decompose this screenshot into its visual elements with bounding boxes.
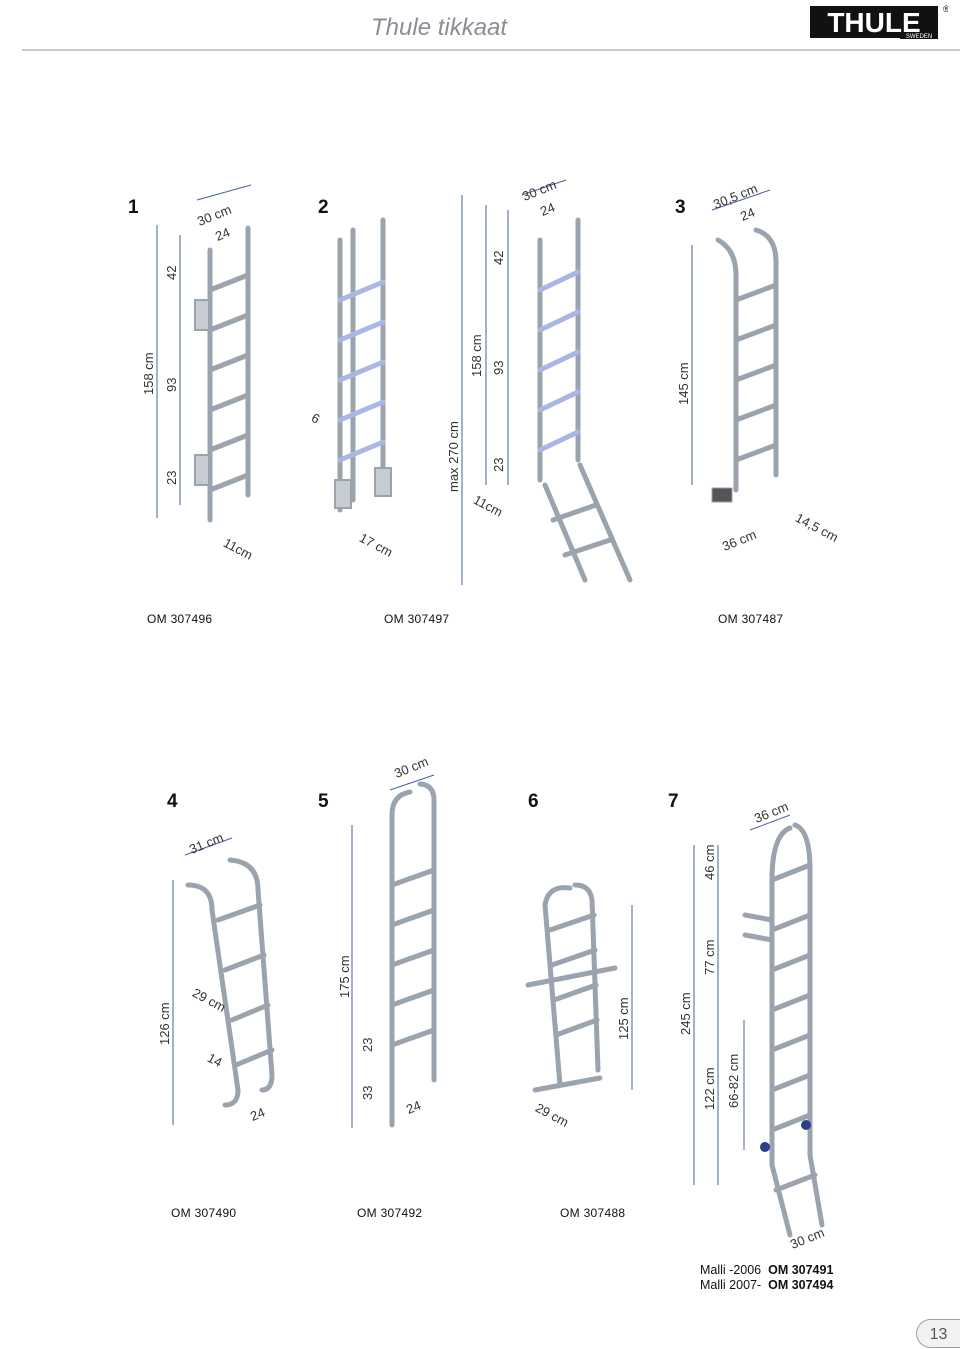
model-1-code: OM 307491 <box>768 1263 834 1277</box>
ladder-1-code: OM 307496 <box>147 612 213 626</box>
ladder-1-height: 158 cm <box>141 352 156 395</box>
ladder-2-drawing <box>334 217 392 513</box>
ladder-4-height: 126 cm <box>157 1002 172 1045</box>
ladder-2b-drawing <box>537 217 633 583</box>
ladder-7-low: 122 cm <box>702 1067 717 1110</box>
model-row-2: Malli 2007- OM 307494 <box>700 1278 833 1292</box>
ladder-7-drawing <box>742 822 825 1238</box>
ladder-4-code: OM 307490 <box>171 1206 237 1220</box>
page-title: Thule tikkaat <box>371 14 508 41</box>
ladder-2-number: 2 <box>318 197 329 218</box>
ladder-3-height: 145 cm <box>676 362 691 405</box>
ladder-6-drawing <box>525 882 618 1093</box>
ladder-2-height: 158 cm <box>469 334 484 377</box>
ladder-2-top: 42 <box>491 250 506 265</box>
ladder-5-drawing <box>389 781 437 1128</box>
page-number-tab: 13 <box>916 1319 960 1348</box>
model-2-label: Malli 2007- <box>700 1278 762 1292</box>
ladder-2-code: OM 307497 <box>384 612 450 626</box>
ladder-2-bottom: 23 <box>491 457 506 472</box>
ladder-7-number: 7 <box>668 791 679 812</box>
thule-logo: THULE SWEDEN ® <box>810 4 948 40</box>
svg-text:®: ® <box>943 4 948 14</box>
ladder-3-number: 3 <box>675 197 686 218</box>
ladder-1-bottom: 23 <box>164 470 179 485</box>
ladder-5-height: 175 cm <box>337 955 352 998</box>
header-divider <box>22 49 960 51</box>
ladder-7-total: 245 cm <box>678 992 693 1035</box>
model-row-1: Malli -2006 OM 307491 <box>700 1263 833 1277</box>
ladder-2-max: max 270 cm <box>446 421 461 492</box>
ladder-2-mid: 93 <box>491 360 506 375</box>
model-1-label: Malli -2006 <box>700 1263 762 1277</box>
ladder-3-drawing <box>711 227 779 503</box>
ladder-6-height: 125 cm <box>616 997 631 1040</box>
ladder-1-drawing <box>194 225 251 523</box>
ladder-1-mid: 93 <box>164 377 179 392</box>
ladder-5-a: 23 <box>360 1037 375 1052</box>
ladder-7-top: 46 cm <box>702 844 717 880</box>
ladder-4-drawing <box>185 857 275 1108</box>
ladder-5-b: 33 <box>360 1085 375 1100</box>
ladder-5-code: OM 307492 <box>357 1206 423 1220</box>
ladder-5-number: 5 <box>318 791 329 812</box>
ladder-6-code: OM 307488 <box>560 1206 626 1220</box>
ladder-4-number: 4 <box>167 791 178 812</box>
ladder-1-number: 1 <box>128 197 139 218</box>
svg-text:SWEDEN: SWEDEN <box>906 34 932 40</box>
model-2-code: OM 307494 <box>768 1278 834 1292</box>
ladder-7-range: 66-82 cm <box>726 1053 741 1108</box>
ladder-3-code: OM 307487 <box>718 612 784 626</box>
ladder-7-mid: 77 cm <box>702 939 717 975</box>
ladder-6-number: 6 <box>528 791 539 812</box>
ladder-1-top: 42 <box>164 265 179 280</box>
